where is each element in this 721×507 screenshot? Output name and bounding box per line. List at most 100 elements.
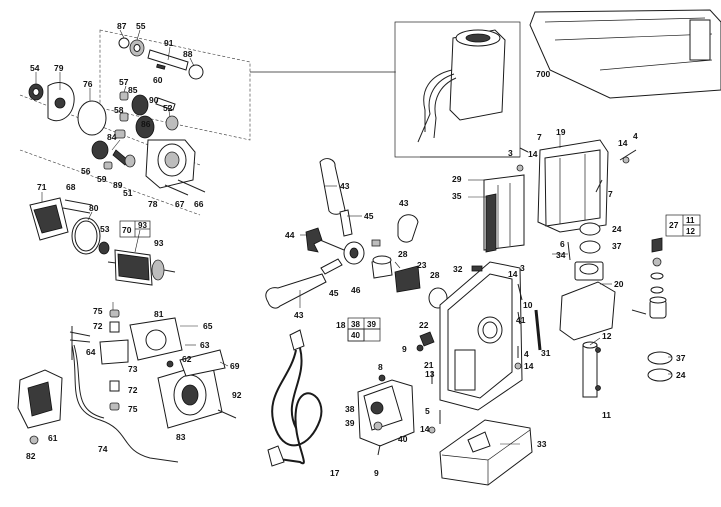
- callout-63: 63: [200, 340, 210, 350]
- callout-10: 10: [523, 300, 533, 310]
- callout-21: 21: [424, 360, 434, 370]
- callout-70: 70: [122, 225, 132, 235]
- brush-housing-assembly: [17, 309, 237, 463]
- callout-90: 90: [149, 95, 159, 105]
- callout-64: 64: [86, 347, 96, 357]
- callout-40: 40: [398, 434, 408, 444]
- callout-93-box: 93: [138, 221, 147, 230]
- callout-20: 20: [614, 279, 624, 289]
- callout-53: 53: [100, 224, 110, 234]
- gear-85: [131, 94, 149, 116]
- carrying-case: [529, 9, 721, 99]
- callout-46: 46: [351, 285, 361, 295]
- callout-9-bottom: 9: [374, 468, 379, 478]
- callout-32: 32: [453, 264, 463, 274]
- gear-56: [91, 140, 109, 160]
- power-cord: [267, 329, 323, 467]
- gasket-76: [77, 100, 107, 136]
- callout-39-box: 39: [367, 320, 376, 329]
- callout-79: 79: [54, 63, 64, 73]
- motor-inset: [394, 21, 521, 158]
- callout-44: 44: [285, 230, 295, 240]
- callout-62: 62: [182, 354, 192, 364]
- callout-73: 73: [128, 364, 138, 374]
- knob-43: [397, 214, 419, 243]
- callout-68: 68: [66, 182, 76, 192]
- ring-88: [188, 64, 204, 80]
- callout-11-box: 11: [686, 216, 695, 225]
- callout-45-top: 45: [364, 211, 374, 221]
- callout-38: 38: [345, 404, 355, 414]
- callout-41: 41: [516, 315, 526, 325]
- case-700: [529, 9, 721, 99]
- callout-78: 78: [148, 199, 158, 209]
- gear-86: [135, 115, 155, 139]
- callout-93: 93: [154, 238, 164, 248]
- callout-9-top: 9: [402, 344, 407, 354]
- feed-handle-assembly: [265, 158, 448, 309]
- callout-5: 5: [425, 406, 430, 416]
- callout-7-top: 7: [537, 132, 542, 142]
- callout-40-box: 40: [351, 331, 360, 340]
- callout-43-knob: 43: [399, 198, 409, 208]
- callout-18: 18: [336, 320, 346, 330]
- callout-38-box: 38: [351, 320, 360, 329]
- rack-35: [485, 193, 497, 253]
- callout-60: 60: [153, 75, 163, 85]
- slide-20: [559, 281, 616, 341]
- callout-57: 57: [119, 77, 129, 87]
- callout-83: 83: [176, 432, 186, 442]
- callout-17: 17: [330, 468, 340, 478]
- callout-3-top: 3: [508, 148, 513, 158]
- callout-54: 54: [30, 63, 40, 73]
- callout-43-bottom: 43: [294, 310, 304, 320]
- callout-72-top: 72: [93, 321, 103, 331]
- callout-6: 6: [560, 239, 565, 249]
- callout-72-bottom: 72: [128, 385, 138, 395]
- callout-7-right: 7: [608, 189, 613, 199]
- callout-4-top: 4: [633, 131, 638, 141]
- callout-37-bottom: 37: [676, 353, 686, 363]
- callout-12-box: 12: [686, 227, 695, 236]
- callout-85: 85: [128, 85, 138, 95]
- callout-45-bottom: 45: [329, 288, 339, 298]
- callout-14-top: 14: [528, 149, 538, 159]
- callout-11: 11: [602, 410, 611, 420]
- callout-66: 66: [194, 199, 204, 209]
- callout-92: 92: [232, 390, 242, 400]
- callout-28-top: 28: [398, 249, 408, 259]
- callout-4-mid: 4: [524, 349, 529, 359]
- callout-59: 59: [97, 174, 107, 184]
- callout-33: 33: [537, 439, 547, 449]
- callout-28-bottom: 28: [430, 270, 440, 280]
- callout-29: 29: [452, 174, 462, 184]
- pinion-23: [394, 265, 421, 293]
- callout-labels: 87 55 91 88 60 54 79 76 57 85 90 52 58 8…: [26, 21, 695, 478]
- handle-43-bottom: [265, 273, 327, 309]
- callout-69: 69: [230, 361, 240, 371]
- callout-87: 87: [117, 21, 127, 31]
- callout-67: 67: [175, 199, 185, 209]
- callout-27: 27: [669, 220, 679, 230]
- callout-39: 39: [345, 418, 355, 428]
- callout-13: 13: [425, 369, 435, 379]
- callout-700: 700: [536, 69, 550, 79]
- callout-58: 58: [114, 105, 124, 115]
- callout-75-top: 75: [93, 306, 103, 316]
- magnet-base-33: [439, 419, 533, 486]
- callout-24-bottom: 24: [676, 370, 686, 380]
- callout-19: 19: [556, 127, 566, 137]
- callout-88: 88: [183, 49, 193, 59]
- callout-8: 8: [378, 362, 383, 372]
- switch-group: [347, 317, 435, 456]
- callout-3-mid: 3: [520, 263, 525, 273]
- callout-76: 76: [83, 79, 93, 89]
- leader-lines: [35, 29, 672, 445]
- callout-31: 31: [541, 348, 551, 358]
- callout-22: 22: [419, 320, 429, 330]
- callout-84: 84: [107, 132, 117, 142]
- callout-71: 71: [37, 182, 47, 192]
- callout-51: 51: [123, 188, 133, 198]
- callout-35: 35: [452, 191, 462, 201]
